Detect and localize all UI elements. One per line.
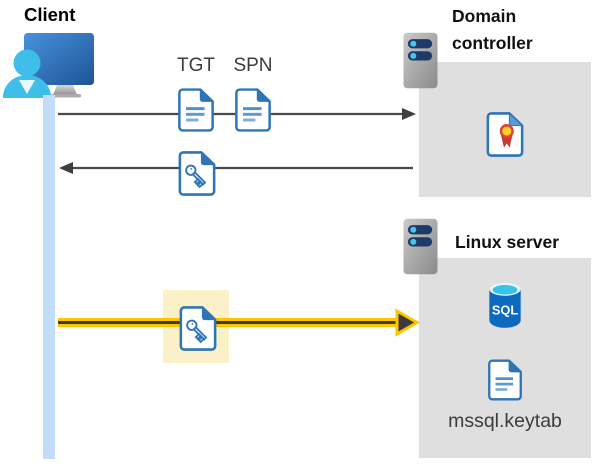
keytab-document-icon <box>487 357 523 403</box>
spn-document-icon <box>234 87 272 133</box>
linux-server-label: Linux server <box>455 232 560 252</box>
keytab-label: mssql.keytab <box>448 410 562 432</box>
response-arrow <box>59 162 413 174</box>
tgt-label: TGT <box>177 55 215 76</box>
spn-label: SPN <box>233 55 273 76</box>
request-arrow <box>58 108 416 120</box>
service-key-document-icon <box>178 305 218 352</box>
linux-server-server-icon <box>403 218 438 275</box>
certificate-document-icon <box>485 111 525 158</box>
client-icon <box>3 33 94 98</box>
response-key-document-icon <box>177 150 217 197</box>
service-ticket-arrow <box>58 308 420 337</box>
sql-database-icon: SQL <box>489 282 521 328</box>
domain-controller-label: Domain controller <box>452 6 533 53</box>
user-icon <box>3 49 51 98</box>
monitor-icon <box>24 33 94 98</box>
sql-badge-text: SQL <box>492 303 519 318</box>
client-lifeline <box>43 95 55 459</box>
domain-controller-server-icon <box>403 32 438 89</box>
tgt-document-icon <box>177 87 215 133</box>
client-label: Client <box>24 4 76 25</box>
